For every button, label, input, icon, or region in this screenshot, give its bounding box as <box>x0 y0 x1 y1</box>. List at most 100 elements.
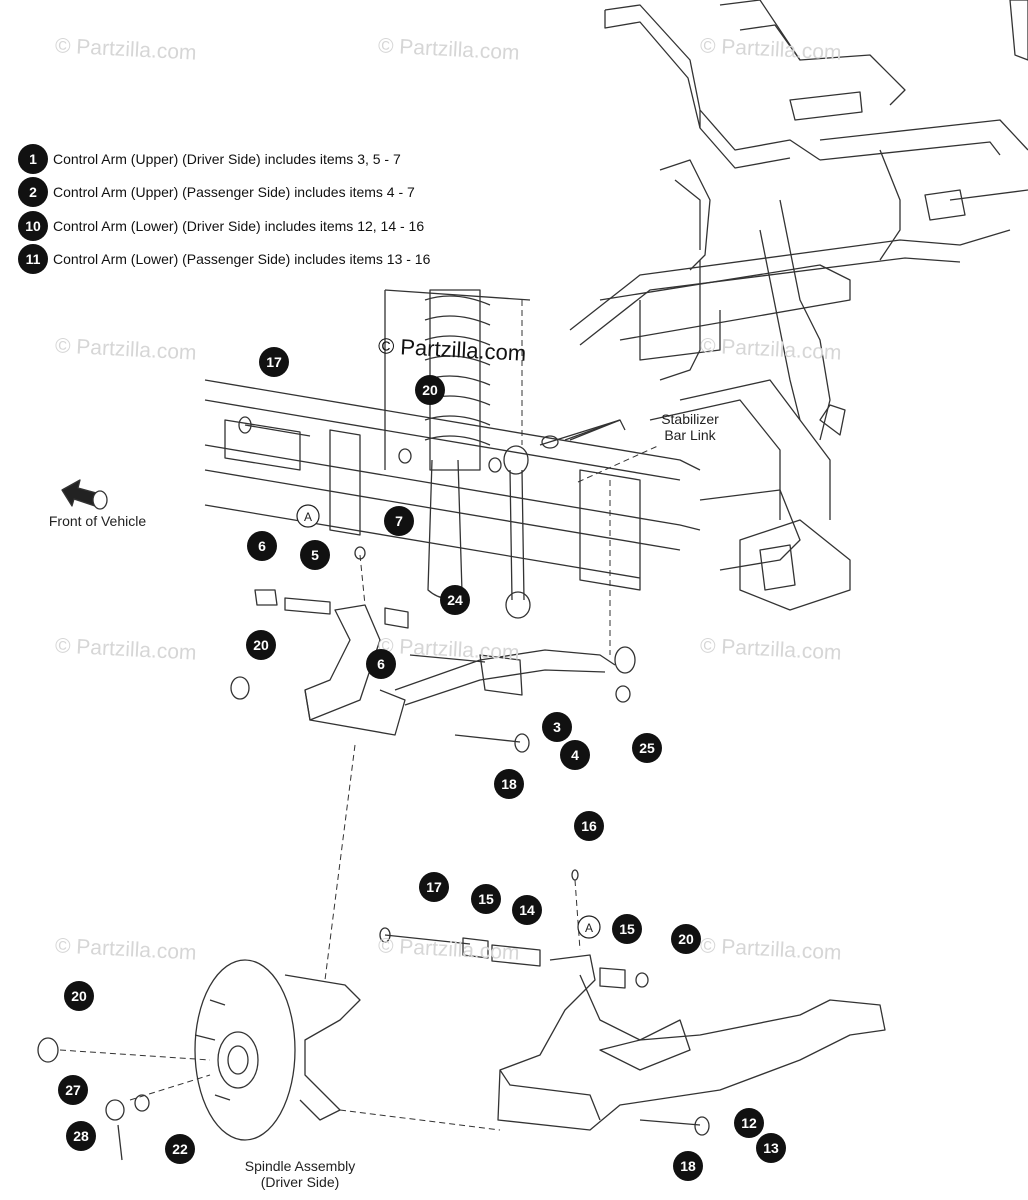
legend-item: 2 Control Arm (Upper) (Passenger Side) i… <box>18 176 430 210</box>
callout-13: 13 <box>756 1133 786 1163</box>
callout-4: 4 <box>560 740 590 770</box>
callout-22: 22 <box>165 1134 195 1164</box>
stabilizer-label: Stabilizer Bar Link <box>650 411 730 443</box>
callout-number: 22 <box>172 1141 188 1157</box>
legend-item: 1 Control Arm (Upper) (Driver Side) incl… <box>18 142 430 176</box>
callout-number: 3 <box>553 719 561 735</box>
upper-control-arm <box>230 416 636 753</box>
callout-number: 7 <box>395 513 403 529</box>
callout-badge <box>632 733 662 763</box>
callout-number: 20 <box>422 382 438 398</box>
frame-crossmember <box>204 289 701 591</box>
callout-number: 25 <box>639 740 655 756</box>
legend-item: 10 Control Arm (Lower) (Driver Side) inc… <box>18 209 430 243</box>
callout-number: 17 <box>266 354 282 370</box>
callout-20: 20 <box>64 981 94 1011</box>
callout-badge: 10 <box>18 210 48 241</box>
callout-number: 13 <box>763 1140 779 1156</box>
callout-number: 18 <box>680 1158 696 1174</box>
callout-28: 28 <box>66 1121 96 1151</box>
callout-number: 17 <box>426 879 442 895</box>
callout-16: 16 <box>574 811 604 841</box>
spindle-label: Spindle Assembly (Driver Side) <box>230 1158 370 1190</box>
legend-text: Control Arm (Lower) (Passenger Side) inc… <box>53 251 431 268</box>
stabilizer-bar-link <box>488 419 626 619</box>
callout-number: 4 <box>571 747 579 763</box>
callout-number: 6 <box>258 538 266 554</box>
front-of-vehicle-label: Front of Vehicle <box>48 513 147 529</box>
callout-number: 15 <box>619 921 635 937</box>
callout-20: 20 <box>671 924 701 954</box>
callout-3: 3 <box>542 712 572 742</box>
callout-6: 6 <box>247 531 277 561</box>
callout-number: 20 <box>678 931 694 947</box>
callout-badge <box>247 531 277 561</box>
callout-14: 14 <box>512 895 542 925</box>
callout-number: 28 <box>73 1128 89 1144</box>
front-arrow-icon <box>61 479 108 510</box>
callout-badge <box>574 811 604 841</box>
legend-text: Control Arm (Lower) (Driver Side) includ… <box>53 217 425 234</box>
spindle-label-line2: (Driver Side) <box>260 1174 340 1190</box>
callout-badge <box>415 375 445 405</box>
callout-badge <box>165 1134 195 1164</box>
callout-badge <box>542 712 572 742</box>
legend: 1 Control Arm (Upper) (Driver Side) incl… <box>18 142 430 276</box>
callout-24: 24 <box>440 585 470 615</box>
callout-number: 15 <box>478 891 494 907</box>
callout-badge <box>671 924 701 954</box>
legend-text: Control Arm (Upper) (Passenger Side) inc… <box>53 184 415 201</box>
callout-badge <box>246 630 276 660</box>
legend-text: Control Arm (Upper) (Driver Side) includ… <box>53 150 401 167</box>
callout-15: 15 <box>612 914 642 944</box>
callout-badge <box>734 1108 764 1138</box>
callout-20: 20 <box>246 630 276 660</box>
callout-5: 5 <box>300 540 330 570</box>
callout-6: 6 <box>366 649 396 679</box>
callout-number: 27 <box>65 1082 81 1098</box>
lower-control-arm <box>379 869 886 1136</box>
callout-badge <box>384 506 414 536</box>
callout-badge <box>471 884 501 914</box>
callout-number: 16 <box>581 818 597 834</box>
callout-18: 18 <box>673 1151 703 1181</box>
callout-18: 18 <box>494 769 524 799</box>
callout-number: 20 <box>71 988 87 1004</box>
callout-badge <box>419 872 449 902</box>
callout-badge: 1 <box>18 143 48 174</box>
callout-number: 24 <box>447 592 463 608</box>
stabilizer-label-line1: Stabilizer <box>661 411 719 427</box>
callout-27: 27 <box>58 1075 88 1105</box>
callout-badge <box>673 1151 703 1181</box>
callout-12: 12 <box>734 1108 764 1138</box>
callout-badge <box>259 347 289 377</box>
callout-badge <box>612 914 642 944</box>
callout-badge: 2 <box>18 177 48 208</box>
callout-badge <box>64 981 94 1011</box>
callout-badge <box>512 895 542 925</box>
spindle-label-line1: Spindle Assembly <box>244 1158 356 1174</box>
callout-number: 18 <box>501 776 517 792</box>
callout-number: 5 <box>311 547 319 563</box>
spindle-assembly <box>37 959 361 1161</box>
callout-number: 14 <box>519 902 535 918</box>
callout-17: 17 <box>259 347 289 377</box>
callout-number: 12 <box>741 1115 757 1131</box>
legend-item: 11 Control Arm (Lower) (Passenger Side) … <box>18 243 430 277</box>
leader-lines <box>59 300 661 1131</box>
callout-badge <box>66 1121 96 1151</box>
callout-badge <box>58 1075 88 1105</box>
callout-7: 7 <box>384 506 414 536</box>
callout-15: 15 <box>471 884 501 914</box>
callout-badge <box>560 740 590 770</box>
callout-number: 20 <box>253 637 269 653</box>
callout-badge <box>756 1133 786 1163</box>
callout-badge <box>494 769 524 799</box>
callout-badge <box>440 585 470 615</box>
callout-badge: 11 <box>18 244 48 275</box>
callout-badge <box>366 649 396 679</box>
callout-25: 25 <box>632 733 662 763</box>
callout-badge <box>300 540 330 570</box>
